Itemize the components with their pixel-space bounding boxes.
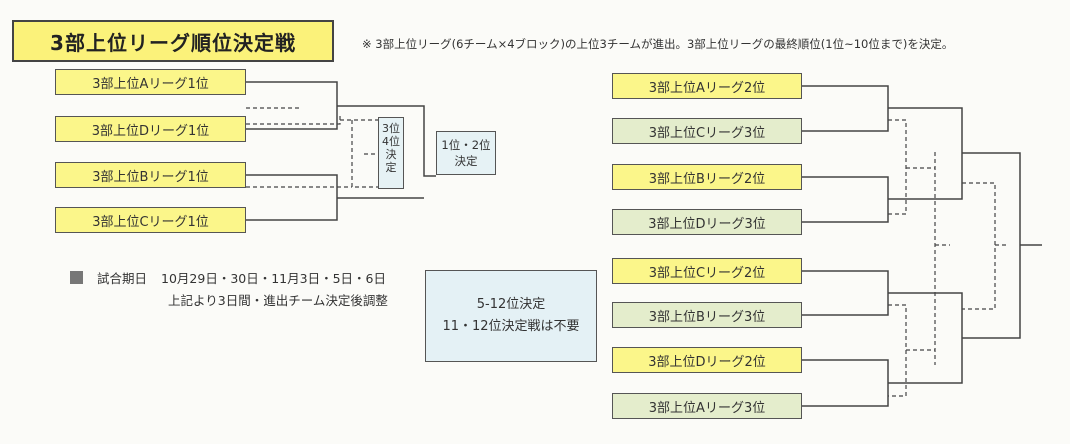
right-team-4: 3部上位Dリーグ3位	[612, 209, 802, 235]
right-loser-dashed-4	[962, 182, 1008, 310]
right-team-8: 3部上位Aリーグ3位	[612, 393, 802, 419]
right-team-5: 3部上位Cリーグ2位	[612, 258, 802, 284]
right-loser-dashed-1	[888, 119, 935, 215]
right-loser-dashed-3	[934, 152, 950, 365]
right-round2-top-line	[888, 107, 963, 200]
placement-info-line2: 11・12位決定戦は不要	[442, 319, 580, 334]
third-place-match-box: 3位 4位 決 定	[378, 117, 404, 189]
third-place-text-1: 3位	[382, 122, 400, 135]
qualification-note: ※ 3部上位リーグ(6チーム×4ブロック)の上位3チームが進出。3部上位リーグの…	[362, 37, 954, 51]
left-team-3: 3部上位Bリーグ1位	[55, 162, 246, 188]
right-team-7: 3部上位Dリーグ2位	[612, 347, 802, 373]
left-team-1: 3部上位Aリーグ1位	[55, 69, 246, 95]
third-place-text-2: 4位	[382, 135, 400, 148]
placement-info-line1: 5-12位決定	[476, 297, 546, 312]
placement-info-box: 5-12位決定 11・12位決定戦は不要	[425, 270, 597, 362]
final-match-box: 1位・2位 決定	[436, 131, 496, 175]
right-round2-bottom-line	[888, 292, 963, 384]
right-round1-c-line	[802, 270, 889, 316]
third-place-text-3: 決	[385, 148, 397, 161]
schedule-heading: 試合期日	[97, 271, 148, 286]
final-match-line2: 決定	[454, 154, 478, 168]
right-team-1: 3部上位Aリーグ2位	[612, 73, 802, 99]
right-team-2: 3部上位Cリーグ3位	[612, 118, 802, 144]
right-round1-a-line	[802, 85, 889, 132]
right-team-6: 3部上位Bリーグ3位	[612, 302, 802, 328]
left-team-2: 3部上位Dリーグ1位	[55, 116, 246, 142]
page-title: 3部上位リーグ順位決定戦	[12, 20, 334, 62]
left-loser-dashed-1	[246, 107, 378, 125]
third-place-text-4: 定	[385, 161, 397, 174]
final-match-line1: 1位・2位	[441, 138, 491, 152]
right-round1-b-line	[802, 176, 889, 223]
left-semifinal-1-line	[246, 81, 436, 177]
right-round1-d-line	[802, 359, 889, 407]
right-loser-dashed-2	[888, 304, 935, 397]
schedule-section: 試合期日 10月29日・30日・11月3日・5日・6日 上記より3日間・進出チーム…	[70, 268, 400, 312]
schedule-dates: 10月29日・30日・11月3日・5日・6日	[161, 271, 386, 286]
schedule-note: 上記より3日間・進出チーム決定後調整	[168, 293, 388, 308]
left-semifinal-2-line	[246, 174, 424, 221]
right-team-3: 3部上位Bリーグ2位	[612, 164, 802, 190]
left-team-4: 3部上位Cリーグ1位	[55, 207, 246, 233]
left-loser-dashed-2	[246, 116, 378, 188]
square-bullet-icon	[70, 271, 83, 284]
right-final-line	[962, 152, 1042, 339]
